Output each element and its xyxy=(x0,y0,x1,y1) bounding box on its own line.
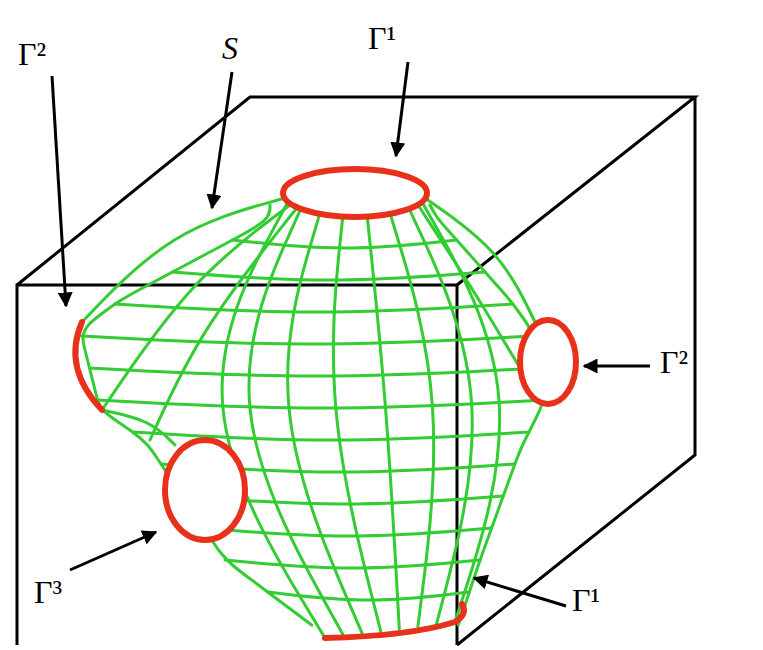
curve-label: Γ¹ xyxy=(368,22,396,54)
mesh-line xyxy=(133,432,529,440)
surface-mesh xyxy=(82,198,546,638)
mesh-line xyxy=(115,304,513,312)
leader-arrow xyxy=(396,62,408,156)
leader-arrow xyxy=(474,578,566,606)
curve-label: Γ² xyxy=(660,346,688,378)
mesh-line xyxy=(204,528,492,536)
mesh-line xyxy=(233,240,457,248)
mesh-line xyxy=(102,410,175,445)
mesh-line xyxy=(83,205,312,625)
cube-outline xyxy=(17,97,695,645)
mesh-line xyxy=(90,368,540,376)
curve-label: S xyxy=(222,32,238,64)
mesh-line xyxy=(268,592,470,600)
leader-arrows xyxy=(52,62,650,606)
mesh-line xyxy=(430,205,543,625)
mesh-line xyxy=(249,209,344,636)
mesh-line xyxy=(225,560,480,568)
curve-label: Γ³ xyxy=(34,576,62,608)
mesh-line xyxy=(82,336,534,344)
boundary-curve xyxy=(165,440,245,540)
mesh-line xyxy=(173,272,486,280)
boundary-curve xyxy=(325,604,464,638)
mesh-line xyxy=(288,214,362,634)
curve-label: Γ² xyxy=(18,38,46,70)
mesh-line xyxy=(98,400,546,408)
leader-arrow xyxy=(212,72,232,208)
boundary-curve xyxy=(283,169,427,217)
boundary-curves xyxy=(75,169,576,638)
leader-arrow xyxy=(584,365,650,368)
mesh-line xyxy=(422,202,500,622)
boundary-curve xyxy=(520,320,576,404)
curve-label: Γ¹ xyxy=(572,584,600,616)
leader-arrow xyxy=(70,532,156,570)
boundary-curve xyxy=(75,322,102,410)
leader-arrow xyxy=(52,76,66,306)
cube-top-face xyxy=(17,97,695,285)
